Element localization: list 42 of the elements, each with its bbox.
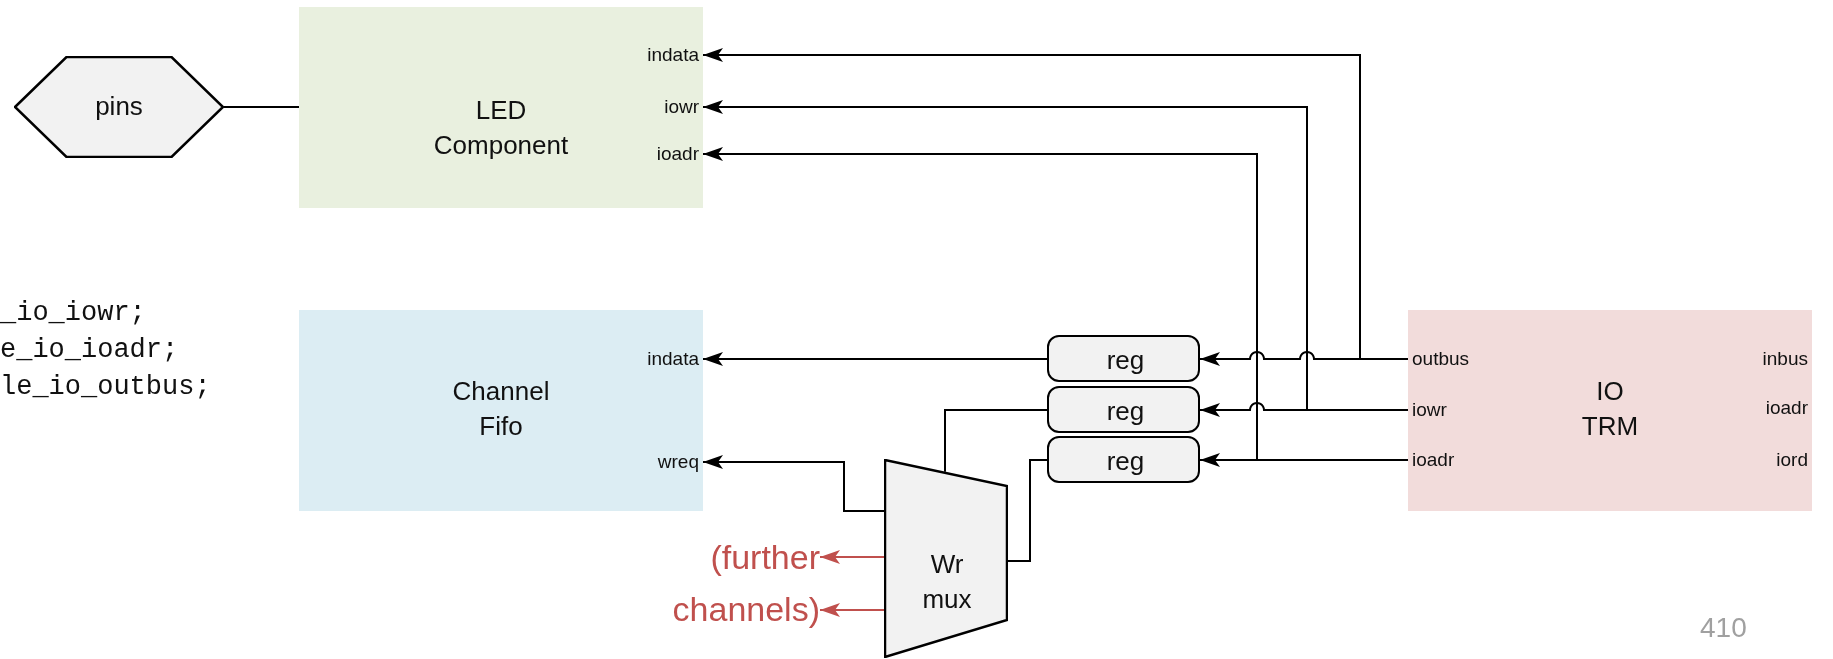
block-title: reg bbox=[1105, 444, 1146, 478]
signal-arrow bbox=[819, 603, 885, 617]
register-box bbox=[1047, 436, 1200, 483]
block-title: IO TRM bbox=[1580, 374, 1640, 443]
port-label: ioadr bbox=[1412, 449, 1455, 471]
component-block bbox=[1408, 310, 1812, 511]
page-number: 410 bbox=[1700, 612, 1747, 644]
block-title: Wr mux bbox=[921, 547, 973, 616]
signal-arrow bbox=[819, 550, 885, 564]
signal-wire bbox=[944, 409, 1048, 473]
component-block bbox=[299, 310, 703, 511]
signal-arrow bbox=[702, 352, 1048, 366]
signal-arrow bbox=[1199, 453, 1409, 467]
signal-arrow bbox=[702, 455, 885, 512]
code-line: _io_iowr; bbox=[0, 298, 146, 328]
register-box bbox=[1047, 386, 1200, 433]
port-label: indata bbox=[647, 44, 699, 66]
port-label: wreq bbox=[657, 451, 699, 473]
block-title: pins bbox=[94, 90, 144, 124]
block-title: Channel Fifo bbox=[451, 374, 551, 443]
port-label: iord bbox=[1776, 449, 1808, 471]
component-block bbox=[299, 7, 703, 208]
port-label: iowr bbox=[1412, 399, 1447, 421]
code-line: e_io_ioadr; bbox=[0, 335, 179, 365]
signal-wire bbox=[1007, 459, 1048, 562]
block-title: reg bbox=[1105, 343, 1146, 377]
port-label: iowr bbox=[664, 96, 699, 118]
signal-arrow bbox=[1199, 402, 1409, 417]
port-label: inbus bbox=[1762, 348, 1808, 370]
multiplexer-trapezoid bbox=[884, 459, 1008, 658]
block-title: reg bbox=[1105, 394, 1146, 428]
annotation-text: (further channels) bbox=[630, 531, 820, 635]
port-label: outbus bbox=[1412, 348, 1470, 370]
register-box bbox=[1047, 335, 1200, 382]
connector-hexagon bbox=[14, 56, 224, 158]
port-label: ioadr bbox=[656, 143, 699, 165]
code-line: le_io_outbus; bbox=[0, 372, 211, 402]
port-label: ioadr bbox=[1765, 397, 1808, 419]
signal-wire bbox=[223, 106, 300, 108]
signal-arrow bbox=[1199, 351, 1409, 366]
block-title: LED Component bbox=[432, 93, 570, 162]
port-label: indata bbox=[647, 348, 699, 370]
